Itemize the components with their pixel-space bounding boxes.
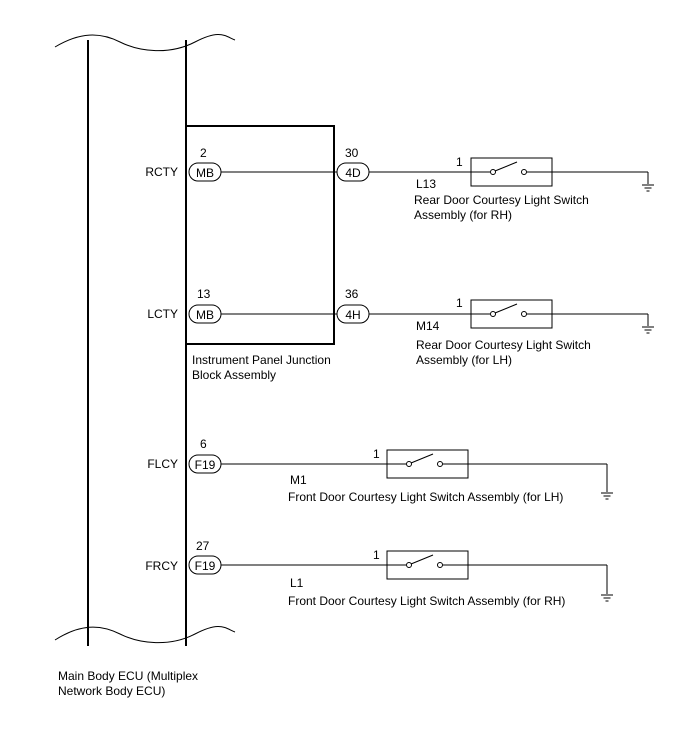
switch-pin-number: 1 bbox=[456, 155, 463, 169]
switch-contact bbox=[490, 311, 496, 317]
switch-contact bbox=[521, 169, 527, 175]
ecu-pin-number: 6 bbox=[200, 437, 207, 451]
circuit-frcy: FRCY 27 F19 1 L1 Front Door Courtesy Lig… bbox=[145, 539, 613, 608]
switch-name-line1: Rear Door Courtesy Light Switch bbox=[414, 193, 589, 207]
circuit-rcty: RCTY 2 MB 30 4D 1 L13 Rear Door Courtesy… bbox=[145, 146, 654, 222]
circuit-lcty: LCTY 13 MB 36 4H 1 M14 Rear Door Courtes… bbox=[147, 287, 654, 367]
ecu-label-line2: Network Body ECU) bbox=[58, 684, 165, 698]
switch-code: L1 bbox=[290, 576, 304, 590]
switch-blade bbox=[494, 303, 518, 314]
ground-icon bbox=[601, 492, 613, 500]
switch-name-line1: Rear Door Courtesy Light Switch bbox=[416, 338, 591, 352]
jb-pin-number: 36 bbox=[345, 287, 359, 301]
ecu-label-line1: Main Body ECU (Multiplex bbox=[58, 669, 198, 683]
switch-blade bbox=[494, 161, 518, 172]
switch-contact bbox=[490, 169, 496, 175]
switch-contact bbox=[521, 311, 527, 317]
switch-name-line1: Front Door Courtesy Light Switch Assembl… bbox=[288, 490, 563, 504]
circuit-flcy: FLCY 6 F19 1 M1 Front Door Courtesy Ligh… bbox=[147, 437, 613, 504]
jb-pin-number: 30 bbox=[345, 146, 359, 160]
switch-code: M14 bbox=[416, 319, 440, 333]
ecu-bottom-break bbox=[54, 626, 236, 644]
jb-connector-label: 4D bbox=[345, 166, 361, 180]
switch-pin-number: 1 bbox=[373, 447, 380, 461]
ecu-pin-number: 27 bbox=[196, 539, 210, 553]
junction-block-label-line2: Block Assembly bbox=[192, 368, 276, 382]
switch-name-line2: Assembly (for RH) bbox=[414, 208, 512, 222]
ground-icon bbox=[642, 184, 654, 192]
junction-block-box bbox=[185, 125, 335, 345]
junction-block-label-line1: Instrument Panel Junction bbox=[192, 353, 331, 367]
ecu-pin-number: 13 bbox=[197, 287, 211, 301]
switch-contact bbox=[406, 461, 412, 467]
ecu-top-break bbox=[54, 34, 236, 52]
ecu-connector-label: F19 bbox=[195, 559, 216, 573]
switch-blade bbox=[410, 554, 434, 565]
switch-name-line2: Assembly (for LH) bbox=[416, 353, 512, 367]
switch-contact bbox=[437, 562, 443, 568]
ground-icon bbox=[642, 326, 654, 334]
switch-contact bbox=[406, 562, 412, 568]
ecu-pin-number: 2 bbox=[200, 146, 207, 160]
switch-code: L13 bbox=[416, 177, 436, 191]
switch-name-line1: Front Door Courtesy Light Switch Assembl… bbox=[288, 594, 565, 608]
jb-connector-label: 4H bbox=[345, 308, 360, 322]
terminal-label: LCTY bbox=[147, 307, 178, 321]
terminal-label: FLCY bbox=[147, 457, 178, 471]
switch-pin-number: 1 bbox=[373, 548, 380, 562]
ecu-connector-label: F19 bbox=[195, 458, 216, 472]
switch-contact bbox=[437, 461, 443, 467]
terminal-label: FRCY bbox=[145, 559, 178, 573]
terminal-label: RCTY bbox=[145, 165, 178, 179]
switch-code: M1 bbox=[290, 473, 307, 487]
switch-pin-number: 1 bbox=[456, 296, 463, 310]
ecu-connector-label: MB bbox=[196, 166, 214, 180]
ground-icon bbox=[601, 594, 613, 602]
switch-blade bbox=[410, 453, 434, 464]
ecu-connector-label: MB bbox=[196, 308, 214, 322]
